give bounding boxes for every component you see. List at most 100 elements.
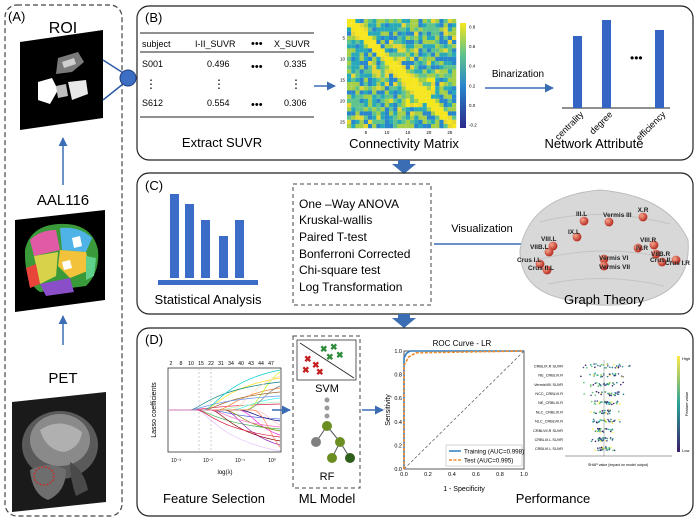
shap-point <box>608 383 610 385</box>
lasso-top-tick: 10 <box>188 361 194 367</box>
shap-point <box>594 450 596 452</box>
svg-text:✖: ✖ <box>336 350 344 360</box>
matrix-cell <box>376 57 380 61</box>
matrix-cell <box>368 19 372 23</box>
matrix-cell <box>347 27 351 31</box>
lasso-x-tick: 10⁻² <box>203 458 213 464</box>
matrix-cell <box>423 69 427 73</box>
matrix-cell <box>414 78 418 82</box>
shap-point <box>614 374 616 376</box>
matrix-cell <box>448 44 452 48</box>
performance-label: Performance <box>516 491 590 506</box>
matrix-cell <box>435 99 439 103</box>
table-cell-subject: S001 <box>142 59 163 69</box>
matrix-cell <box>418 90 422 94</box>
shap-point <box>616 403 618 405</box>
matrix-cell <box>423 95 427 99</box>
matrix-cell <box>351 99 355 103</box>
shap-point <box>600 394 602 396</box>
matrix-cell <box>389 27 393 31</box>
table-vertical-ellipsis: ⋮ <box>145 77 157 91</box>
matrix-cell <box>364 107 368 111</box>
shap-point <box>591 440 593 442</box>
bar-label-degree: degree <box>588 109 615 136</box>
matrix-cell <box>423 116 427 120</box>
matrix-cell <box>385 19 389 23</box>
matrix-cell <box>448 99 452 103</box>
matrix-cell <box>397 53 401 57</box>
lasso-top-tick: 8 <box>180 361 183 367</box>
matrix-cell <box>385 44 389 48</box>
roi-node-dot <box>120 70 136 86</box>
matrix-cell <box>397 27 401 31</box>
matrix-cell <box>397 124 401 128</box>
matrix-cell <box>397 86 401 90</box>
matrix-cell <box>372 23 376 27</box>
matrix-cell <box>376 40 380 44</box>
matrix-cell <box>444 103 448 107</box>
matrix-cell <box>393 36 397 40</box>
roi-image <box>20 30 103 130</box>
matrix-cell <box>385 36 389 40</box>
matrix-cell <box>418 57 422 61</box>
shap-point <box>606 383 608 385</box>
matrix-cell <box>393 116 397 120</box>
table-cell-subject: S612 <box>142 98 163 108</box>
matrix-cell <box>439 57 443 61</box>
matrix-cell <box>402 53 406 57</box>
shap-point <box>607 393 609 395</box>
matrix-cell <box>418 19 422 23</box>
matrix-cell <box>347 69 351 73</box>
matrix-cell <box>406 90 410 94</box>
matrix-cell <box>347 82 351 86</box>
matrix-cell <box>393 27 397 31</box>
matrix-cell <box>372 61 376 65</box>
matrix-y-tick: 25 <box>340 119 346 124</box>
lasso-top-tick: 2 <box>170 361 173 367</box>
shap-point <box>596 391 598 393</box>
aal-atlas-image <box>15 210 105 312</box>
shap-point <box>597 428 599 430</box>
shap-point <box>614 367 616 369</box>
matrix-cell <box>410 40 414 44</box>
matrix-cell <box>376 61 380 65</box>
shap-point <box>607 365 609 367</box>
matrix-cell <box>393 23 397 27</box>
matrix-cell <box>427 78 431 82</box>
ml-model-label: ML Model <box>299 491 356 506</box>
matrix-cell <box>397 111 401 115</box>
shap-point <box>602 364 604 366</box>
matrix-cell <box>372 74 376 78</box>
method-item: One –Way ANOVA <box>299 197 399 211</box>
matrix-cell <box>355 86 359 90</box>
shap-point <box>596 431 598 433</box>
matrix-cell <box>347 111 351 115</box>
matrix-cell <box>439 53 443 57</box>
matrix-cell <box>385 74 389 78</box>
matrix-x-tick: 15 <box>405 130 411 135</box>
matrix-cell <box>360 23 364 27</box>
matrix-cell <box>397 19 401 23</box>
shap-point <box>601 391 603 393</box>
shap-point <box>606 440 608 442</box>
matrix-cell <box>448 36 452 40</box>
matrix-cell <box>364 90 368 94</box>
matrix-cell <box>385 69 389 73</box>
matrix-cell <box>360 61 364 65</box>
matrix-cell <box>389 36 393 40</box>
graph-node-label: IX.L <box>568 229 580 236</box>
roc-y-tick: 0.2 <box>394 443 402 449</box>
matrix-cell <box>351 120 355 124</box>
colorbar-tick: -0.2 <box>469 123 477 128</box>
shap-point <box>598 440 600 442</box>
matrix-cell <box>360 32 364 36</box>
shap-point <box>610 394 612 396</box>
matrix-cell <box>360 74 364 78</box>
matrix-cell <box>381 44 385 48</box>
shap-feature-value: Feature value <box>684 391 689 416</box>
matrix-cell <box>448 78 452 82</box>
matrix-cell <box>351 19 355 23</box>
matrix-cell <box>448 69 452 73</box>
matrix-cell <box>355 124 359 128</box>
matrix-cell <box>351 90 355 94</box>
